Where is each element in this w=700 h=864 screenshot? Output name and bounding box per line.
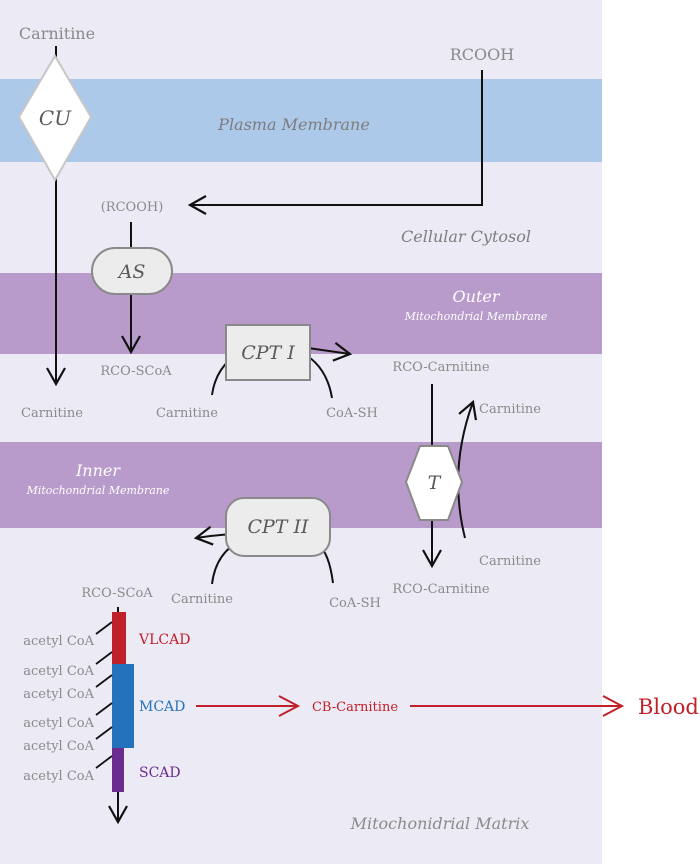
outer-membrane-title: Outer <box>453 287 501 306</box>
acetyl-coa-label: acetyl CoA <box>23 769 94 784</box>
acetyl-coa-label: acetyl CoA <box>23 739 94 754</box>
mcad-bar <box>112 664 134 748</box>
acetyl-coa-branch <box>95 702 113 716</box>
rco-scoa-matrix-label: RCO-SCoA <box>81 586 153 601</box>
acetyl-coa-label: acetyl CoA <box>23 664 94 679</box>
rco-scoa-cytosol-label: RCO-SCoA <box>100 364 172 379</box>
blood-label: Blood <box>638 695 699 719</box>
carnitine-cytosol-label: Carnitine <box>21 406 83 421</box>
acetyl-coa-branches <box>95 621 113 769</box>
carnitine-translocase-out-label: Carnitine <box>479 402 541 417</box>
inner-membrane-subtitle: Mitochondrial Membrane <box>26 484 170 497</box>
scad-bar <box>112 748 124 792</box>
acetyl-coa-branch <box>95 726 113 740</box>
inner-membrane-title: Inner <box>75 461 121 480</box>
coash-cpt2-label: CoA-SH <box>329 596 381 611</box>
outer-membrane-subtitle: Mitochondrial Membrane <box>404 310 548 323</box>
mcad-label: MCAD <box>139 699 185 715</box>
acetyl-coa-branch <box>95 755 113 769</box>
plasma-membrane-label: Plasma Membrane <box>217 115 370 134</box>
cytosol-label: Cellular Cytosol <box>401 227 531 246</box>
acetyl-coa-label: acetyl CoA <box>23 716 94 731</box>
cpt1-label: CPT I <box>241 342 295 364</box>
vlcad-label: VLCAD <box>138 632 190 648</box>
carnitine-outside-label: Carnitine <box>19 24 95 43</box>
cpt1-output-arrow <box>307 341 353 362</box>
translocase-export-arrow <box>457 399 478 539</box>
cpt2-label: CPT II <box>247 516 309 538</box>
acetyl-coa-label: acetyl CoA <box>23 687 94 702</box>
cb-carnitine-label: CB-Carnitine <box>312 700 398 715</box>
acetyl-coa-branch <box>95 674 113 688</box>
translocase-hexagon-shape <box>404 445 464 521</box>
coash-cpt1-label: CoA-SH <box>326 406 378 421</box>
carnitine-translocase-in-label: Carnitine <box>479 554 541 569</box>
rco-carnitine-matrix-label: RCO-Carnitine <box>392 582 489 597</box>
acetyl-coa-branch <box>95 621 113 635</box>
carnitine-cpt1-label: Carnitine <box>156 406 218 421</box>
cpt2-enzyme-shape <box>225 497 331 557</box>
as-enzyme-shape <box>91 247 173 295</box>
acetyl-coa-branch <box>95 651 113 665</box>
rco-carnitine-cytosol-label: RCO-Carnitine <box>392 360 489 375</box>
acetyl-coa-label: acetyl CoA <box>23 634 94 649</box>
cu-label: CU <box>39 106 72 130</box>
matrix-label: Mitochonidrial Matrix <box>350 814 530 833</box>
plasma-membrane-band <box>0 79 602 162</box>
as-label: AS <box>117 261 146 283</box>
translocase-label: T <box>428 472 442 494</box>
scad-label: SCAD <box>139 765 181 781</box>
cu-diamond-shape <box>17 54 93 183</box>
rcooh-outside-label: RCOOH <box>450 45 515 64</box>
rcooh-entry-arrow <box>187 70 483 215</box>
cpt1-enzyme-shape <box>225 324 311 381</box>
rcooh-cytosol-label: (RCOOH) <box>101 200 164 215</box>
carnitine-cpt2-label: Carnitine <box>171 592 233 607</box>
